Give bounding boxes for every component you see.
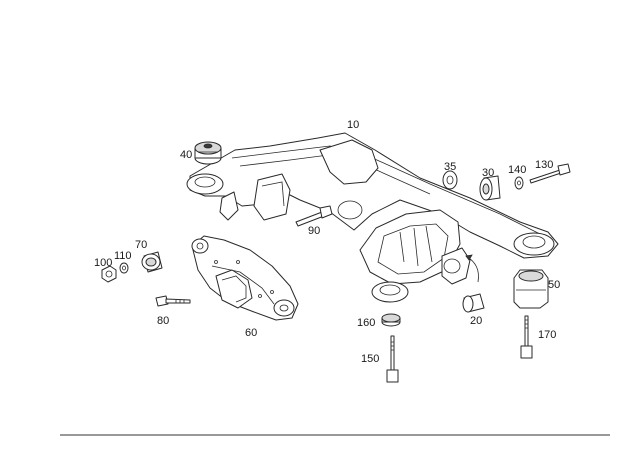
lower-carrier-60: [191, 235, 299, 321]
ring-35: [442, 170, 458, 190]
callout-40: 40: [180, 149, 192, 161]
callout-20: 20: [470, 315, 482, 327]
callout-160: 160: [357, 317, 375, 329]
washer-140: [514, 176, 524, 190]
bolt-130: [529, 163, 571, 184]
callout-150: 150: [361, 353, 379, 365]
bushing-70: [141, 251, 163, 273]
callout-80: 80: [157, 315, 169, 327]
callout-100: 100: [94, 257, 112, 269]
callout-70: 70: [135, 239, 147, 251]
cap-160: [381, 313, 401, 327]
callout-50: 50: [548, 279, 560, 291]
bolt-90: [295, 205, 333, 227]
bolt-80: [155, 295, 191, 307]
callout-110: 110: [114, 250, 132, 262]
callout-130: 130: [535, 159, 553, 171]
bushing-30: [479, 175, 501, 201]
callout-labels: 10 20 30 35 40 50 60 70 80 90 100 110 13…: [94, 119, 560, 365]
callout-90: 90: [308, 225, 320, 237]
bushing-20: [462, 293, 485, 313]
bolt-150: [386, 335, 399, 383]
rubber-mount-40: [194, 141, 222, 165]
bolt-170: [520, 315, 533, 359]
callout-10: 10: [347, 119, 359, 131]
nut-100: [101, 265, 117, 283]
callout-170: 170: [538, 329, 556, 341]
washer-110: [119, 262, 129, 274]
callout-30: 30: [482, 167, 494, 179]
callout-60: 60: [245, 327, 257, 339]
callout-35: 35: [444, 161, 456, 173]
callout-140: 140: [508, 164, 526, 176]
subframe-crossmember: [186, 132, 559, 303]
hydro-mount-50: [513, 269, 549, 309]
